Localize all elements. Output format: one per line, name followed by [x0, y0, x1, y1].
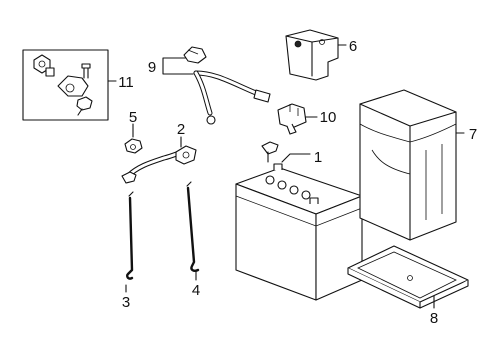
callout-10: 10 — [320, 109, 337, 126]
part-1-battery — [235, 141, 363, 301]
part-5-nut — [124, 123, 143, 154]
part-7-battery-case — [359, 89, 457, 241]
callout-2: 2 — [177, 121, 185, 138]
part-6-terminal-cover — [285, 29, 339, 81]
callout-8: 8 — [430, 310, 438, 327]
part-10-connector — [277, 103, 307, 135]
callout-1: 1 — [314, 149, 322, 166]
callout-5: 5 — [129, 109, 137, 126]
part-11-terminal — [57, 63, 91, 97]
part-8-battery-tray — [347, 245, 469, 309]
part-11-bolt — [76, 96, 93, 116]
callout-7: 7 — [469, 126, 477, 143]
callout-11: 11 — [118, 74, 134, 91]
callout-6: 6 — [349, 38, 357, 55]
callout-3: 3 — [122, 294, 130, 311]
part-4-hold-down-rod — [186, 181, 200, 281]
part-11-inset — [22, 49, 109, 121]
part-3-hold-down-rod — [125, 191, 134, 293]
part-2-positive-cable — [121, 136, 197, 184]
callout-9: 9 — [148, 59, 156, 76]
callout-4: 4 — [192, 282, 200, 299]
part-11-washer — [45, 67, 55, 77]
part-9-negative-cable — [162, 46, 271, 125]
